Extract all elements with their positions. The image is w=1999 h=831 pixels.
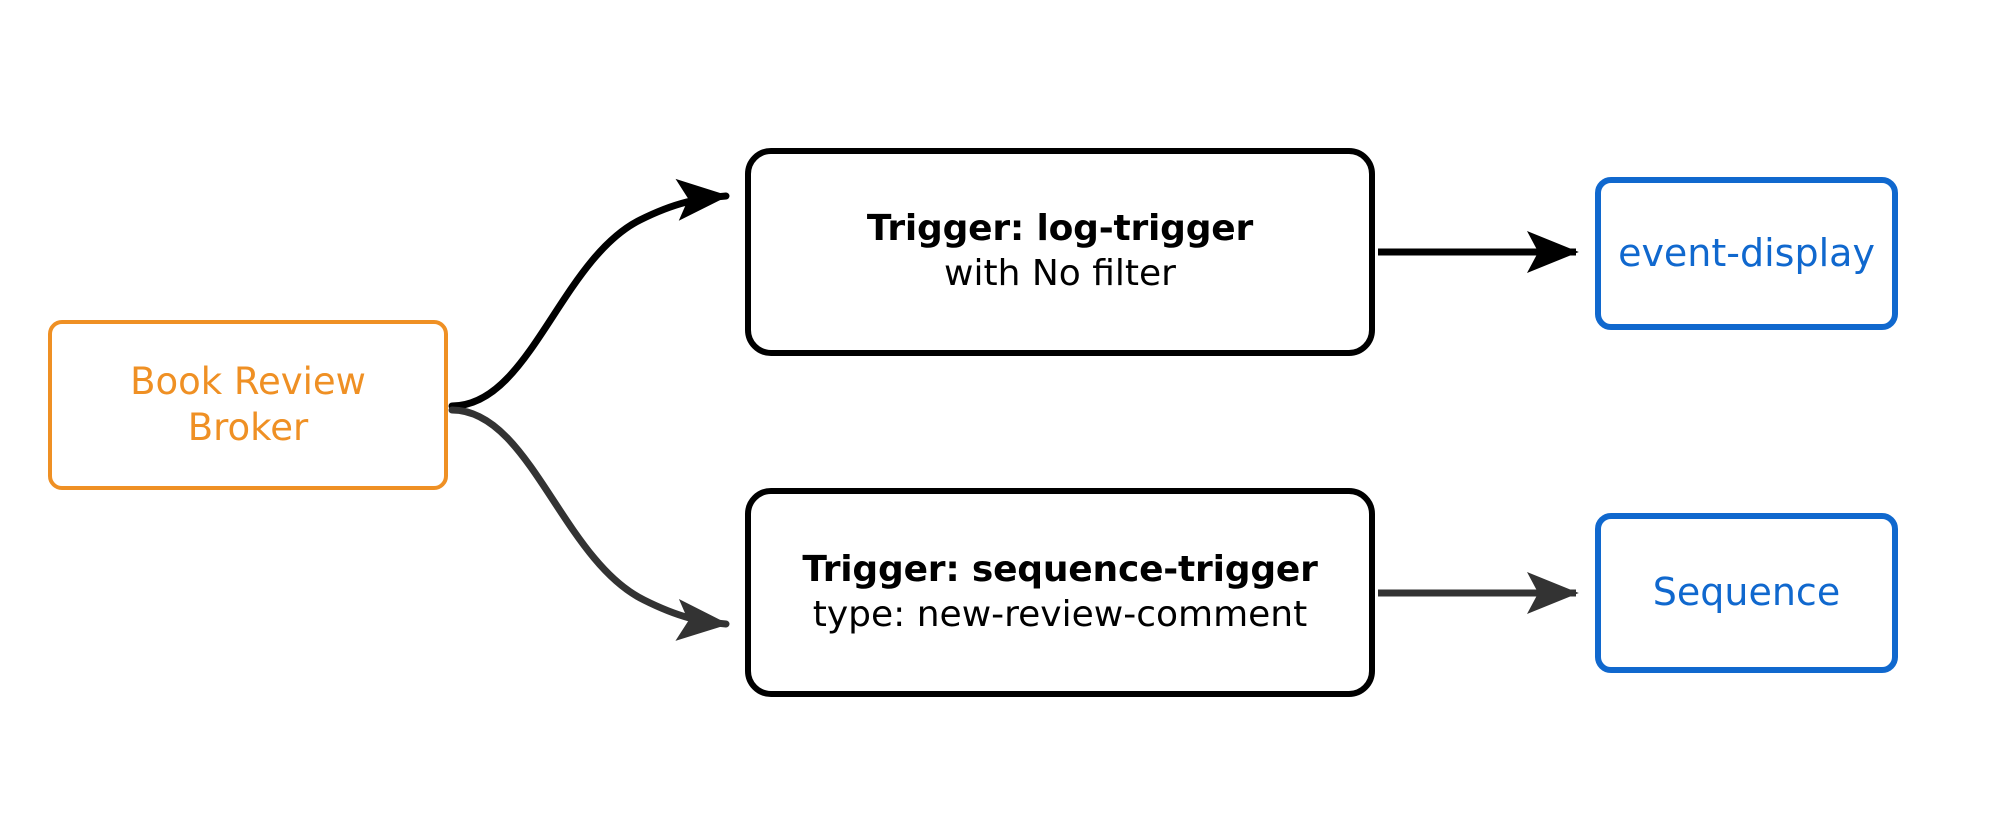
log-trigger-subtitle: with No filter (944, 253, 1176, 294)
edge-broker-to-sequence-trigger (448, 406, 730, 641)
sequence-trigger-title: Trigger: sequence-trigger (802, 548, 1318, 590)
node-book-review-broker[interactable]: Book Review Broker (48, 320, 448, 490)
event-display-label: event-display (1618, 230, 1875, 275)
log-trigger-title: Trigger: log-trigger (866, 208, 1254, 250)
sequence-label: Sequence (1652, 570, 1841, 615)
sequence-trigger-subtitle: type: new-review-comment (812, 593, 1308, 635)
node-log-trigger[interactable]: Trigger: log-trigger with No filter (745, 148, 1375, 356)
broker-label-line2: Broker (187, 406, 309, 449)
broker-label-line1: Book Review (130, 360, 366, 404)
node-sequence[interactable]: Sequence (1595, 513, 1898, 673)
node-sequence-trigger[interactable]: Trigger: sequence-trigger type: new-revi… (745, 488, 1375, 697)
node-event-display[interactable]: event-display (1595, 177, 1898, 330)
edge-broker-to-log-trigger (448, 178, 730, 410)
